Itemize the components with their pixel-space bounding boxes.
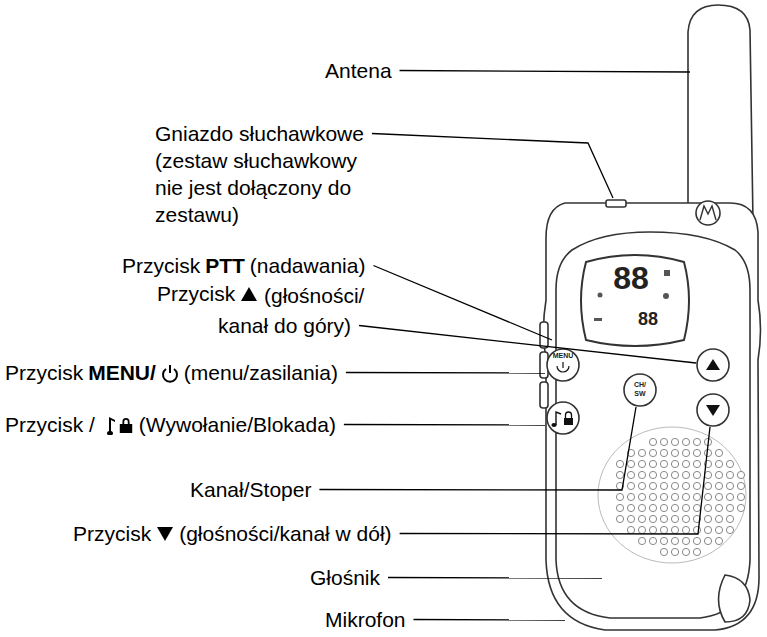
side-button	[540, 382, 548, 408]
power-icon	[557, 362, 569, 372]
part-label: Gniazdo słuchawkowe (zestaw słuchawkowy …	[155, 120, 377, 228]
part-label: Kanał/Stoper	[190, 477, 311, 503]
leader-line	[344, 424, 545, 426]
speaker-grille	[616, 438, 744, 555]
leader-line	[359, 326, 696, 364]
speaker-area	[598, 427, 746, 563]
logo-ring	[696, 201, 720, 225]
leader-line	[346, 372, 545, 374]
logo-mark	[700, 206, 716, 220]
part-label: (Wywołanie/Blokada)	[139, 412, 336, 438]
button-text: SW	[626, 390, 654, 398]
call-lock-button	[547, 402, 579, 434]
lock-symbol	[118, 415, 134, 435]
callout-row: PrzyciskPTT(nadawania)	[122, 253, 370, 279]
note-lock-icon	[551, 412, 573, 427]
part-label: Przycisk	[122, 253, 200, 279]
display-digits: 88	[606, 262, 656, 295]
up-button	[697, 349, 729, 381]
leader-line	[414, 619, 565, 621]
radio-body	[544, 203, 761, 630]
button-text: CH/	[626, 381, 654, 389]
down-icon	[706, 405, 720, 416]
callout-row: Przycisk (głośności/kanał w dół)	[73, 521, 397, 547]
callout-row: Kanał/Stoper	[190, 477, 316, 503]
menu-button	[547, 349, 579, 381]
down-symbol	[156, 524, 174, 544]
callout-row: PrzyciskMENU/ (menu/zasilania)	[5, 360, 343, 386]
down-button	[697, 394, 729, 426]
leader-line	[373, 266, 552, 341]
up-symbol	[240, 284, 258, 304]
ch-sw-button	[624, 374, 656, 406]
headphone-jack	[606, 200, 626, 207]
part-label: Przycisk	[73, 521, 151, 547]
part-label: (nadawania)	[250, 253, 366, 279]
leader-line	[319, 407, 636, 490]
leader-line	[400, 71, 690, 73]
leader-line	[400, 427, 710, 534]
up-icon	[706, 359, 720, 370]
callout-row: Antena	[325, 58, 397, 84]
part-label: (menu/zasilania)	[184, 360, 338, 386]
part-label: Antena	[325, 58, 392, 84]
button-name: PTT	[205, 253, 245, 279]
part-label: Przycisk /	[5, 412, 95, 438]
display-digits: 88	[628, 310, 668, 329]
note-symbol	[100, 415, 118, 435]
antenna	[688, 5, 753, 222]
callout-row: Mikrofon	[325, 607, 411, 633]
power-symbol	[161, 363, 179, 383]
part-label: Przycisk	[157, 281, 235, 307]
part-label: (głośności/kanał w dół)	[179, 521, 391, 547]
lanyard-hook	[719, 575, 751, 622]
button-text: MENU	[549, 352, 577, 360]
callout-row: Przycisk / (Wywołanie/Blokada)	[5, 412, 341, 438]
display	[581, 255, 689, 346]
callout-row: Głośnik	[310, 565, 385, 591]
leader-line	[388, 577, 602, 579]
part-label: Przycisk	[5, 360, 83, 386]
part-label: (głośności/ kanał do góry)	[218, 281, 408, 341]
callout-row: Przycisk	[157, 281, 263, 307]
part-label: Głośnik	[310, 565, 380, 591]
part-label: Mikrofon	[325, 607, 406, 633]
leader-line	[372, 134, 613, 199]
face-panel	[556, 232, 750, 618]
button-name: MENU/	[88, 360, 156, 386]
